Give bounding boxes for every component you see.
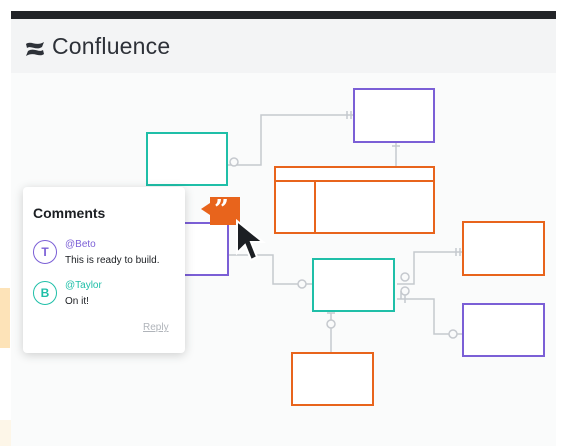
mouse-pointer-icon [236,219,266,262]
entity-box-teal-center [312,258,395,312]
comment-author[interactable]: @Beto [65,239,96,250]
connector-end-1 [229,157,239,167]
window-topbar [11,11,556,19]
connector-teal2-purple3 [397,298,463,335]
entity-box-purple-top [353,88,435,143]
connector-end-2 [297,279,307,289]
connector-end-3 [400,272,410,282]
avatar: B [33,281,57,305]
comment-text: On it! [65,296,89,307]
connector-teal2-orange2 [397,251,463,285]
connector-end-4 [400,286,410,296]
entity-box-orange-bottom [291,352,374,406]
app-title: Confluence [52,33,171,59]
app-window: Confluence [11,11,556,446]
connector-end-5 [448,329,458,339]
connector-end-6 [326,319,336,329]
quote-comment-icon: ” [214,195,229,225]
entity-box-orange-right [462,221,545,276]
comment-badge[interactable]: ” [201,195,240,225]
decorative-band [0,288,10,348]
confluence-logo-icon [26,42,44,56]
avatar: T [33,240,57,264]
reply-link[interactable]: Reply [143,322,169,333]
entity-box-purple-right [462,303,545,357]
comment-text: This is ready to build. [65,255,160,266]
comments-title: Comments [33,205,106,221]
entity-box-teal-left [146,132,228,186]
connector-teal1-purple1 [228,114,354,166]
app-header: Confluence [11,19,556,73]
comments-panel: Comments T @Beto This is ready to build.… [23,187,185,353]
comment-author[interactable]: @Taylor [65,280,102,291]
er-diagram [146,88,545,406]
entity-box-orange-center [274,166,435,234]
